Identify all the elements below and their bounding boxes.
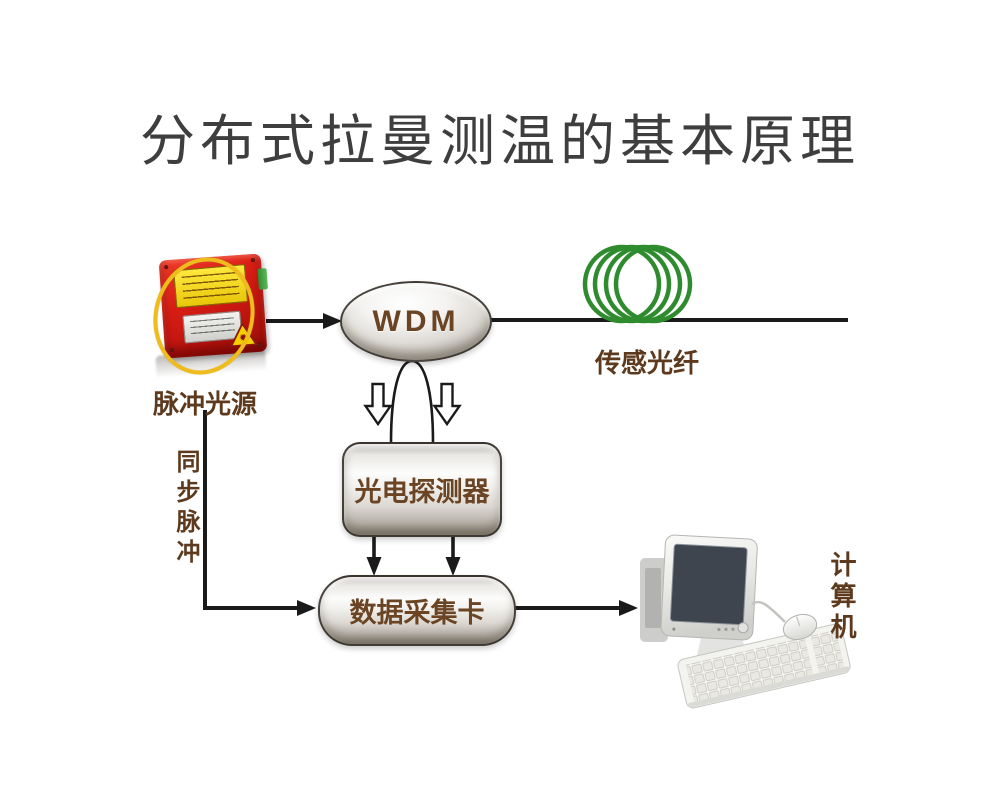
arrowhead-sync-to-daq — [297, 600, 316, 616]
fiber-coil-icon — [582, 244, 693, 324]
monitor-led — [672, 627, 676, 631]
block-arrow-down-right-icon — [432, 382, 462, 427]
monitor-button — [731, 627, 735, 631]
sensing-fiber-label: 传感光纤 — [594, 348, 699, 378]
monitor-power-button — [737, 622, 749, 634]
daq-card-label: 数据采集卡 — [349, 598, 485, 628]
arrowhead-detector-to-daq-left — [366, 557, 382, 576]
node-wdm: WDM — [340, 281, 492, 362]
pulse-source-label: 脉冲光源 — [152, 389, 257, 419]
mouse — [782, 613, 818, 641]
arch-wdm-to-detector — [389, 359, 435, 444]
computer-label: 计算机 — [827, 551, 857, 644]
sync-pulse-label: 同步脉冲 — [172, 449, 199, 569]
arrowhead-laser-to-wdm — [323, 313, 342, 329]
fiber-connector — [257, 268, 268, 290]
monitor-button — [724, 627, 728, 631]
line-sync-pulse — [203, 410, 300, 610]
mouse-cable — [751, 600, 786, 623]
arrowhead-detector-to-daq-right — [445, 557, 461, 576]
diagram-title: 分布式拉曼测温的基本原理 — [139, 110, 860, 172]
screw-icon — [250, 257, 256, 263]
keyboard — [677, 623, 851, 709]
photodetector-label: 光电探测器 — [354, 477, 490, 507]
arrowhead-daq-to-computer — [619, 600, 638, 616]
wdm-label: WDM — [372, 304, 460, 338]
node-daq-card: 数据采集卡 — [318, 575, 516, 646]
monitor-button — [717, 627, 721, 632]
monitor-screen — [669, 543, 748, 626]
node-photodetector: 光电探测器 — [342, 442, 502, 537]
monitor-back-panel — [645, 568, 661, 628]
pulse-laser-device: ✹ — [141, 244, 283, 386]
block-arrow-down-left-icon — [363, 382, 393, 427]
screw-icon — [164, 265, 169, 270]
computer-icon — [640, 534, 851, 709]
